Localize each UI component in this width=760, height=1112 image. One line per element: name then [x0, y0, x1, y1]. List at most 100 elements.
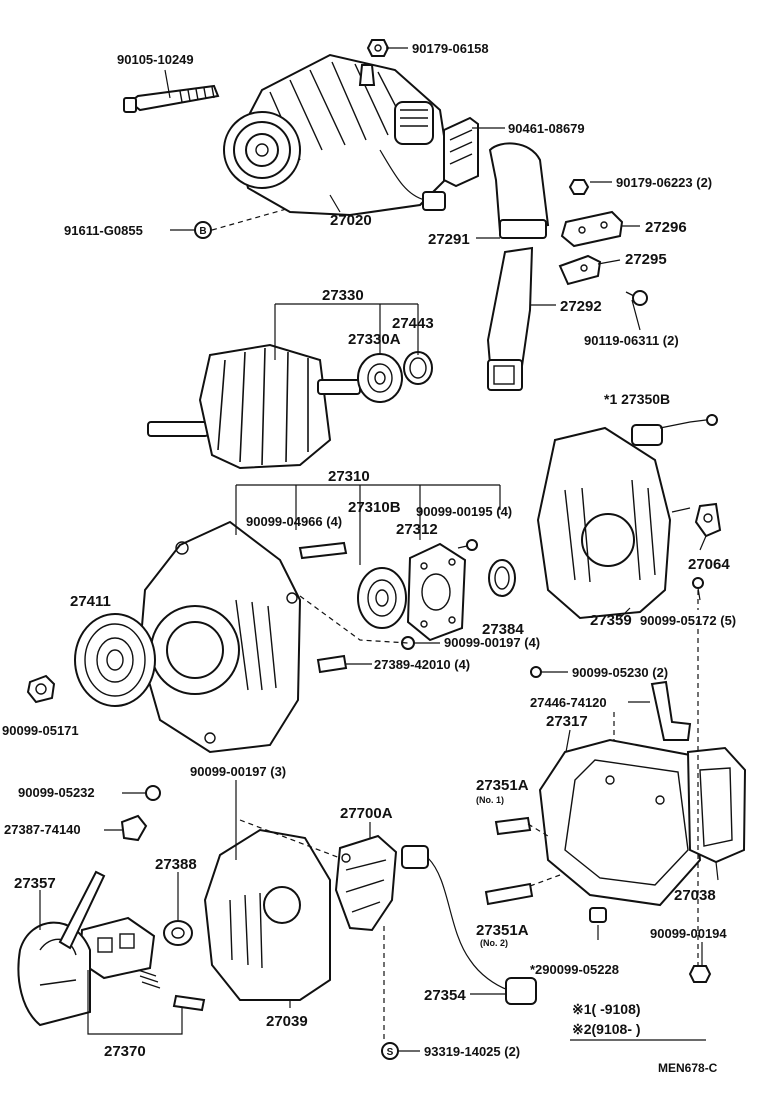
nut-90099-05232-drawing	[145, 785, 161, 801]
label-27351a-no2-note: (No. 2)	[480, 938, 508, 948]
figure-code: MEN678-C	[658, 1061, 718, 1075]
ring-27384-drawing	[488, 559, 516, 597]
alternator-assembly-drawing	[223, 53, 452, 217]
label-27443: 27443	[392, 315, 434, 332]
label-27038: 27038	[674, 887, 716, 904]
pulley-nut-drawing	[26, 674, 56, 704]
label-27389-42010: 27389-42010 (4)	[374, 657, 470, 672]
label-90099-00194: 90099-00194	[650, 926, 727, 941]
label-27446-74120: 27446-74120	[530, 695, 607, 710]
label-90461-08679: 90461-08679	[508, 121, 585, 136]
label-90179-06223: 90179-06223 (2)	[616, 175, 712, 190]
label-90099-00195: 90099-00195 (4)	[416, 504, 512, 519]
brush-holder-drawing	[78, 916, 206, 1012]
label-27330: 27330	[322, 287, 364, 304]
circled-b-text: B	[199, 226, 206, 237]
label-90099-00197-3: 90099-00197 (3)	[190, 764, 286, 779]
bracket-27295-drawing	[558, 254, 602, 286]
label-27350b: *1 27350B	[604, 391, 670, 407]
terminal-cover-drawing	[686, 746, 747, 864]
label-27310: 27310	[328, 468, 370, 485]
bearing-27310b-drawing	[357, 567, 407, 629]
label-91611-g0855: 91611-G0855	[64, 223, 143, 238]
label-27357: 27357	[14, 875, 56, 892]
plate-27357-drawing	[17, 870, 106, 1027]
stud-27389-drawing	[316, 654, 348, 674]
duct-lower-drawing	[486, 246, 534, 391]
nut-90099-05230-drawing	[530, 666, 542, 678]
rear-end-frame-drawing	[536, 426, 691, 620]
insulator-27064-drawing	[694, 502, 722, 538]
brush-holder-cover-drawing	[203, 828, 331, 1001]
pin-27351a-no2-drawing	[484, 882, 534, 906]
label-27351a-no2: 27351A	[476, 922, 529, 939]
notes-block: ※1( -9108) ※2(9108- )	[570, 1001, 706, 1041]
regulator-drawing	[334, 834, 398, 932]
rear-cover-drawing	[538, 738, 702, 907]
label-27064: 27064	[688, 556, 730, 573]
label-27411: 27411	[70, 593, 111, 610]
collar-90099-05228-drawing	[589, 907, 607, 923]
label-27296: 27296	[645, 219, 687, 236]
circled-s-text: S	[387, 1047, 394, 1058]
label-27039: 27039	[266, 1013, 308, 1030]
pulley-drawing	[74, 613, 156, 707]
label-27310b: 27310B	[348, 499, 401, 516]
label-27330a: 27330A	[348, 331, 401, 348]
note-2: ※2(9108- )	[572, 1021, 641, 1037]
label-27387-74140: 27387-74140	[4, 822, 81, 837]
label-90179-06158: 90179-06158	[412, 41, 489, 56]
part-labels: 90105-10249 90179-06158 90461-08679 9017…	[2, 41, 736, 1060]
wiring-27354-drawing	[401, 845, 537, 1005]
circled-s-symbol: S	[381, 1042, 399, 1060]
label-27291: 27291	[428, 231, 470, 248]
label-90099-04966: 90099-04966 (4)	[246, 514, 342, 529]
label-90099-05230: 90099-05230 (2)	[572, 665, 668, 680]
label-27351a-no1-note: (No. 1)	[476, 795, 504, 805]
bracket-27446-drawing	[650, 680, 692, 741]
screw-90099-00195-drawing	[457, 539, 478, 551]
label-90099-05171: 90099-05171	[2, 723, 79, 738]
duct-upper-drawing	[488, 142, 550, 239]
bracket-27296-drawing	[560, 179, 624, 248]
label-27384: 27384	[482, 621, 524, 638]
nut-90099-00194-drawing	[688, 965, 712, 983]
label-27295: 27295	[625, 251, 667, 268]
drive-end-frame-drawing	[138, 520, 302, 754]
label-90099-05232: 90099-05232	[18, 785, 95, 800]
insulator-drawing	[443, 116, 479, 188]
leader-lines	[39, 47, 719, 1052]
label-27359: 27359	[590, 612, 632, 629]
through-bolt-drawing	[123, 84, 220, 113]
label-27700a: 27700A	[340, 805, 393, 822]
screw-90119-drawing	[625, 290, 648, 306]
label-27292: 27292	[560, 298, 602, 315]
label-90099-05228: *290099-05228	[530, 962, 619, 977]
label-27354: 27354	[424, 987, 466, 1004]
bearing-27330a-drawing	[357, 353, 403, 403]
circled-b-symbol: B	[194, 221, 212, 239]
label-90099-05172: 90099-05172 (5)	[640, 613, 736, 628]
label-90105-10249: 90105-10249	[117, 52, 194, 67]
nut-top-drawing	[366, 39, 390, 57]
label-27370: 27370	[104, 1043, 146, 1060]
label-27351a-no1: 27351A	[476, 777, 529, 794]
label-27312: 27312	[396, 521, 438, 538]
label-27317: 27317	[546, 713, 588, 730]
label-27020: 27020	[330, 212, 372, 229]
label-27388: 27388	[155, 856, 197, 873]
screw-90099-04966-drawing	[298, 541, 348, 560]
label-93319-14025: 93319-14025 (2)	[424, 1044, 520, 1059]
insulator-27388-drawing	[163, 920, 193, 946]
note-1: ※1( -9108)	[572, 1001, 641, 1017]
nut-90099-05172-drawing	[692, 577, 704, 589]
sensor-27350b-drawing	[631, 414, 718, 446]
label-90119-06311: 90119-06311 (2)	[584, 333, 679, 348]
pin-27351a-no1-drawing	[494, 816, 532, 836]
cover-27443-drawing	[403, 351, 433, 385]
label-90099-00197-4: 90099-00197 (4)	[444, 635, 540, 650]
part-27387-74140-drawing	[120, 814, 148, 842]
retainer-plate-drawing	[406, 542, 467, 642]
